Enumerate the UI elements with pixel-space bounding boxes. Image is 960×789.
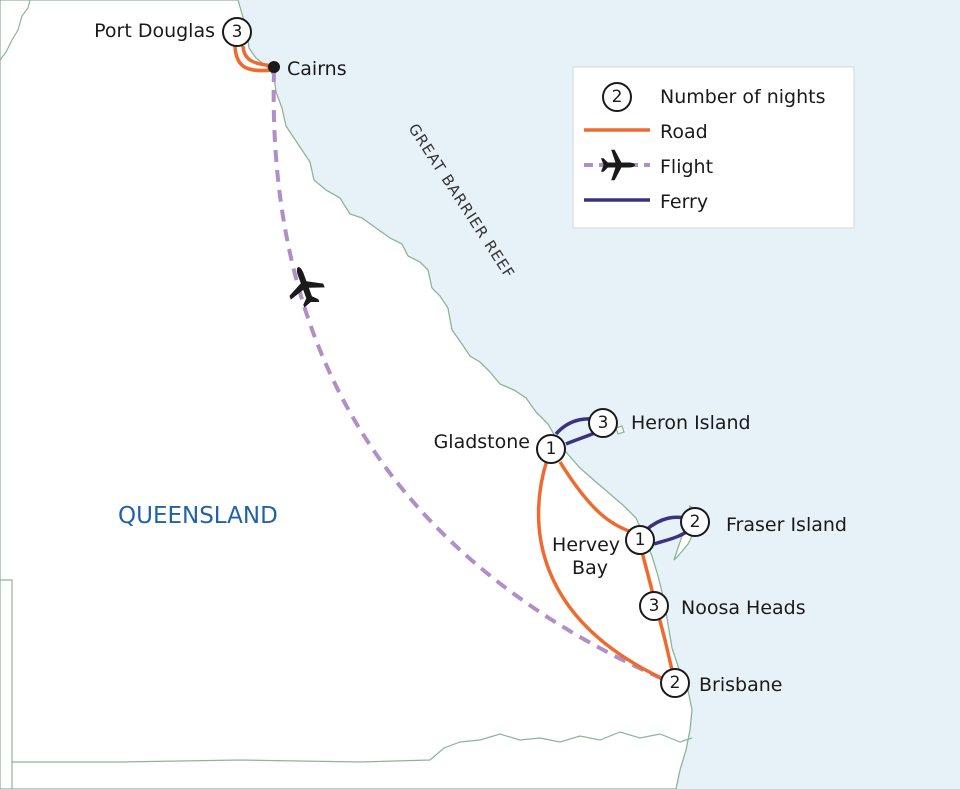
legend-road-label: Road	[660, 121, 708, 143]
legend-nights-number: 2	[612, 87, 623, 107]
road-route-gladstone-hervey-bay	[558, 461, 633, 534]
inland-border-west	[0, 579, 13, 789]
port-douglas-nights: 3	[232, 22, 243, 42]
heron-island-label: Heron Island	[631, 412, 751, 434]
gladstone-label: Gladstone	[434, 431, 530, 453]
legend-nights-badge	[602, 82, 632, 112]
legend-flight-label: Flight	[660, 156, 713, 178]
fraser-island-label: Fraser Island	[726, 514, 847, 536]
brisbane-label: Brisbane	[699, 674, 782, 696]
fraser-island-nights-badge	[680, 507, 710, 537]
hervey-bay-label-line1: Hervey	[552, 534, 620, 556]
noosa-heads-nights-badge	[639, 591, 669, 621]
port-douglas-nights-badge	[222, 17, 252, 47]
queensland-label: QUEENSLAND	[118, 503, 278, 529]
brisbane-nights: 2	[670, 673, 681, 693]
cairns-marker	[268, 61, 280, 73]
gladstone-nights-badge	[536, 434, 566, 464]
hervey-bay-nights: 1	[635, 530, 646, 550]
fraser-island-nights: 2	[690, 512, 701, 532]
flight-route-cairns-brisbane	[271, 69, 673, 685]
heron-island-nights: 3	[598, 413, 609, 433]
legend: 2 Number of nights Road Flight Ferry	[572, 66, 855, 229]
heron-island-landmass	[615, 425, 625, 435]
hervey-bay-label-line2: Bay	[572, 557, 608, 579]
heron-island-nights-badge	[588, 408, 618, 438]
road-route-port-douglas-cairns	[233, 45, 275, 73]
noosa-heads-label: Noosa Heads	[681, 597, 806, 619]
port-douglas-label: Port Douglas	[94, 20, 215, 42]
plane-icon	[289, 267, 325, 308]
gladstone-nights: 1	[546, 439, 557, 459]
mainland-queensland	[0, 0, 693, 789]
legend-plane-icon	[600, 149, 636, 181]
legend-ferry-label: Ferry	[660, 191, 708, 213]
inland-border-north	[0, 0, 31, 61]
brisbane-nights-badge	[660, 668, 690, 698]
inland-border-south	[12, 731, 693, 763]
hervey-bay-nights-badge	[625, 525, 655, 555]
cairns-label: Cairns	[287, 58, 347, 80]
noosa-heads-nights: 3	[649, 596, 660, 616]
road-route-gladstone-brisbane-inland	[536, 459, 673, 685]
legend-nights-label: Number of nights	[660, 86, 826, 108]
